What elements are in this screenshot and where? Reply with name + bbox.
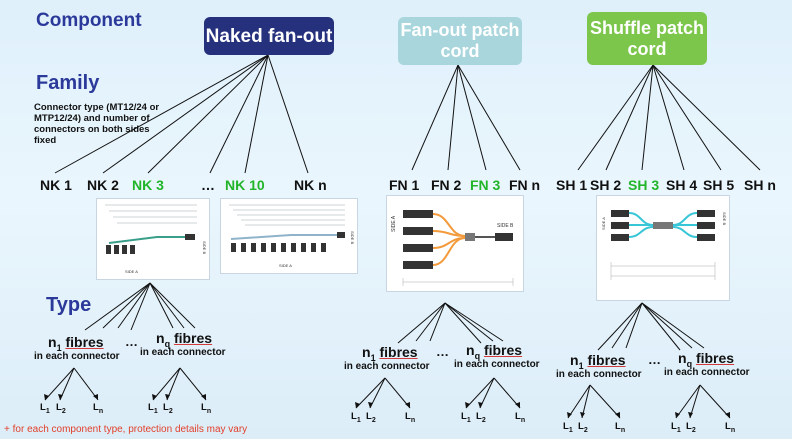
sh3-side-a-text: SIDE A [601, 217, 606, 230]
leaf-L2: L2 [686, 421, 696, 434]
fn3-side-a-text: SIDE A [391, 215, 397, 232]
label-fn-3: FN 3 [470, 177, 501, 193]
leaf-L1: L1 [148, 402, 158, 415]
label-nk-ellipsis: … [201, 177, 215, 193]
leaf-Ln: Ln [615, 421, 626, 434]
leaf-L1: L1 [351, 411, 361, 424]
leaf-L1: L1 [563, 421, 573, 434]
heading-family: Family [36, 72, 100, 94]
leaf-Ln: Ln [93, 402, 104, 415]
leaf-L1: L1 [40, 402, 50, 415]
heading-component: Component [36, 10, 142, 31]
nk10-side-a-text: SIDE A [279, 263, 292, 268]
leaf-L2: L2 [366, 411, 376, 424]
leaf-L1: L1 [671, 421, 681, 434]
sh-type-ellipsis: … [648, 352, 661, 367]
heading-type: Type [46, 294, 92, 316]
label-sh-1: SH 1 [556, 177, 588, 193]
label-nk-3: NK 3 [132, 177, 164, 193]
label-nk-2: NK 2 [87, 177, 119, 193]
nk3-side-b-text: SIDE B [202, 241, 207, 254]
nk-fibres-n1-label: n1 fibres [48, 334, 104, 353]
fn-type-ellipsis: … [436, 344, 449, 359]
fn-fibres-n1-label: n1 fibres [362, 344, 418, 363]
sh-fibres-n1-label: n1 fibres [570, 352, 626, 371]
leaf-Ln: Ln [405, 411, 416, 424]
fanout-patchcord-box: Fan-out patch cord [398, 17, 522, 65]
leaf-Ln: Ln [515, 411, 526, 424]
nk-type-ellipsis: … [125, 334, 138, 349]
label-sh-3: SH 3 [628, 177, 660, 193]
label-nk-10: NK 10 [225, 177, 265, 193]
label-sh-4: SH 4 [666, 177, 698, 193]
leaf-L1: L1 [461, 411, 471, 424]
sh-in-each-connector-q: in each connector [664, 367, 750, 378]
leaf-L2: L2 [163, 402, 173, 415]
label-sh-5: SH 5 [703, 177, 735, 193]
label-fn-2: FN 2 [431, 177, 462, 193]
leaf-Ln: Ln [725, 421, 736, 434]
footer-note: + for each component type, protection de… [4, 424, 248, 435]
fn-fibres-nq-label: nq fibres [466, 342, 523, 361]
nk3-side-a-text: SIDE A [125, 269, 138, 274]
label-fn-n: FN n [509, 177, 541, 193]
sh-fibres-nq-label: nq fibres [678, 350, 735, 369]
label-sh-n: SH n [744, 177, 776, 193]
fn3-side-b-text: SIDE B [497, 223, 514, 229]
nk10-drawing-image: SIDE A SIDE B [220, 198, 358, 274]
naked-fanout-box: Naked fan-out [204, 17, 334, 55]
shuffle-patchcord-box: Shuffle patch cord [587, 12, 707, 65]
nk3-drawing-image: SIDE A SIDE B [96, 198, 210, 280]
fn3-drawing-image: SIDE B SIDE A [386, 195, 524, 292]
label-nk-1: NK 1 [40, 177, 72, 193]
label-sh-2: SH 2 [590, 177, 622, 193]
nk-in-each-connector-1: in each connector [34, 351, 120, 362]
label-nk-n: NK n [294, 177, 327, 193]
sh3-drawing-image: SIDE A SIDE B [596, 195, 730, 301]
family-note: Connector type (MT12/24 or MTP12/24) and… [34, 102, 160, 146]
nk10-side-b-text: SIDE B [350, 231, 355, 244]
nk-fibres-nq-label: nq fibres [156, 330, 213, 349]
nk-in-each-connector-q: in each connector [140, 347, 226, 358]
fn-in-each-connector-1: in each connector [344, 361, 430, 372]
leaf-L2: L2 [56, 402, 66, 415]
leaf-L2: L2 [578, 421, 588, 434]
fn-in-each-connector-q: in each connector [454, 359, 540, 370]
sh3-side-b-text: SIDE B [722, 212, 727, 225]
sh-in-each-connector-1: in each connector [556, 369, 642, 380]
leaf-Ln: Ln [201, 402, 212, 415]
label-fn-1: FN 1 [389, 177, 420, 193]
leaf-L2: L2 [476, 411, 486, 424]
